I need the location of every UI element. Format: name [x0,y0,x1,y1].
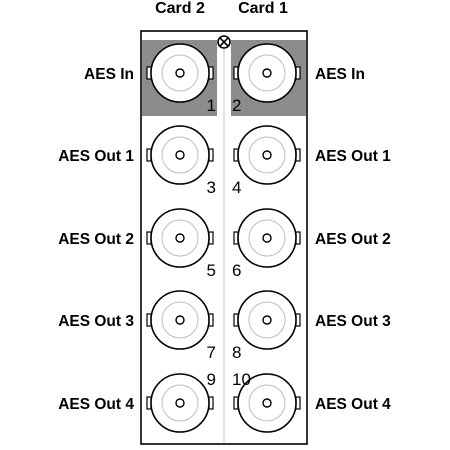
row-label-right: AES In [315,66,365,83]
connector-number-right: 10 [232,370,251,389]
connector-number-left: 3 [207,178,216,197]
row-label-right: AES Out 3 [315,313,391,330]
header-card-2: Card 2 [155,0,205,17]
row-label-left: AES Out 1 [58,148,134,165]
row-label-left: AES Out 2 [58,231,134,248]
row-label-right: AES Out 2 [315,231,391,248]
row-label-left: AES In [84,66,134,83]
row-label-left: AES Out 4 [58,396,134,413]
bnc-connector-icon [146,208,214,268]
connector-number-left: 7 [207,343,216,362]
connector-number-left: 5 [207,261,216,280]
connector-number-right: 6 [232,261,241,280]
bnc-connector-icon [233,290,301,350]
screw-icon [217,35,231,49]
row-label-right: AES Out 4 [315,396,391,413]
row-label-right: AES Out 1 [315,148,391,165]
connector-number-left: 9 [207,370,216,389]
connector-number-left: 1 [207,96,216,115]
bnc-connector-icon [233,125,301,185]
bnc-connector-icon [146,373,214,433]
bnc-connector-icon [233,208,301,268]
bnc-connector-icon [233,373,301,433]
connector-number-right: 4 [232,178,241,197]
header-card-1: Card 1 [238,0,288,17]
row-label-left: AES Out 3 [58,313,134,330]
bnc-connector-icon [146,290,214,350]
connector-number-right: 2 [232,96,241,115]
bnc-connector-icon [233,43,301,103]
connector-row: AES Out 4 AES Out 4 9 10 [58,370,391,433]
connector-number-right: 8 [232,343,241,362]
bnc-connector-icon [146,125,214,185]
bnc-connector-icon [146,43,214,103]
